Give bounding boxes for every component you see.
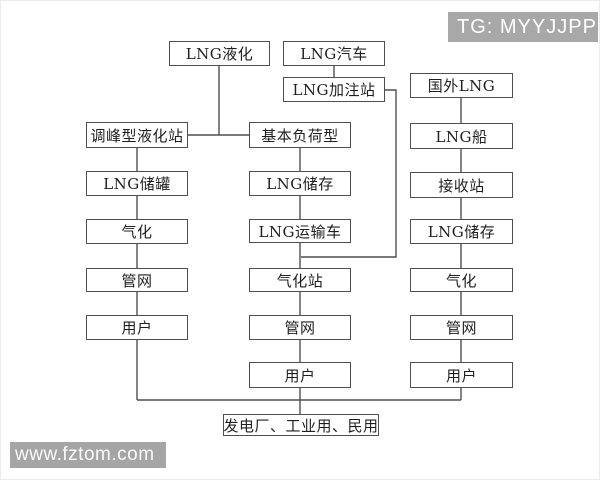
node-label: LNG运输车 — [258, 222, 342, 241]
node-label: 国外LNG — [427, 77, 496, 95]
node-label: LNG船 — [435, 127, 488, 146]
node-lng-storage-tank: LNG储罐 — [86, 171, 188, 196]
site-watermark-label: www.fztom.com — [15, 444, 155, 465]
node-label: LNG汽车 — [300, 45, 368, 63]
node-receiving-terminal: 接收站 — [410, 172, 513, 198]
telegram-watermark-label: TG: MYYJJPP — [457, 15, 597, 38]
node-label: 气化 — [445, 271, 477, 290]
node-base-load-type: 基本负荷型 — [249, 122, 351, 148]
node-label: LNG储罐 — [103, 175, 171, 193]
node-label: 管网 — [121, 271, 153, 290]
node-label: 用户 — [284, 366, 316, 385]
node-label: 管网 — [445, 319, 477, 337]
node-label: 用户 — [445, 366, 477, 385]
node-gasification-station: 气化站 — [249, 268, 351, 292]
telegram-watermark-badge: TG: MYYJJPP — [448, 12, 598, 42]
node-foreign-lng: 国外LNG — [410, 73, 513, 98]
node-label: 用户 — [121, 319, 153, 337]
node-pipeline-middle: 管网 — [249, 315, 351, 340]
node-gasification-left: 气化 — [86, 219, 188, 244]
node-user-middle: 用户 — [249, 362, 351, 388]
node-pipeline-right: 管网 — [410, 315, 513, 340]
node-gasification-right: 气化 — [410, 268, 513, 292]
node-lng-vehicle: LNG汽车 — [283, 41, 385, 66]
node-label: 管网 — [284, 319, 316, 337]
node-label: LNG加注站 — [292, 81, 376, 99]
node-label: 接收站 — [438, 176, 485, 195]
node-lng-tanker-truck: LNG运输车 — [249, 219, 351, 243]
node-label: 气化 — [121, 223, 153, 241]
node-pipeline-left: 管网 — [86, 268, 188, 292]
node-label: LNG液化 — [185, 45, 254, 63]
node-lng-storage-middle: LNG储存 — [249, 171, 351, 196]
node-lng-ship: LNG船 — [410, 123, 513, 149]
node-label: LNG储存 — [427, 223, 496, 241]
node-user-right: 用户 — [410, 362, 513, 388]
node-lng-storage-right: LNG储存 — [410, 219, 513, 244]
node-user-left: 用户 — [86, 315, 188, 340]
node-peak-shaving-liquefaction-station: 调峰型液化站 — [86, 122, 188, 148]
node-lng-fueling-station: LNG加注站 — [283, 77, 385, 102]
node-label: LNG储存 — [266, 175, 334, 193]
node-label: 发电厂、工业用、民用 — [223, 416, 379, 435]
node-lng-liquefaction: LNG液化 — [169, 41, 270, 66]
node-end-users: 发电厂、工业用、民用 — [223, 414, 379, 436]
node-label: 基本负荷型 — [261, 126, 339, 145]
edge-fueling-detour — [301, 89, 397, 258]
node-label: 调峰型液化站 — [90, 126, 184, 145]
site-watermark-badge: www.fztom.com — [10, 442, 166, 468]
node-label: 气化站 — [276, 271, 324, 290]
